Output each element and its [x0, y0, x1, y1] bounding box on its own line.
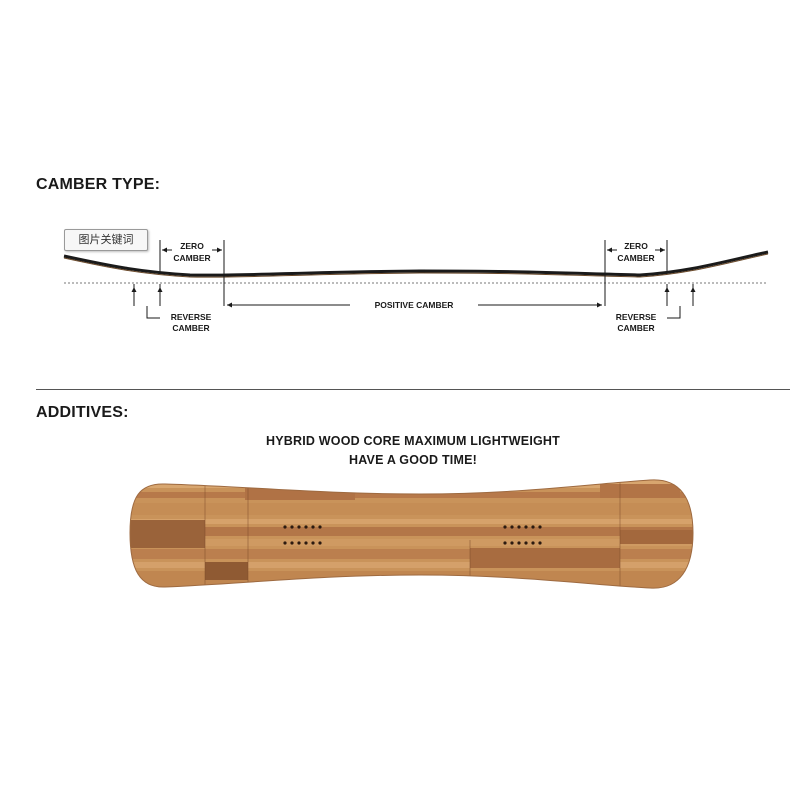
- image-keyword-tag: 图片关键词: [64, 229, 148, 251]
- zero-camber-left-label-line2: CAMBER: [173, 253, 210, 263]
- reverse-camber-left-label-line1: REVERSE: [171, 312, 212, 322]
- tagline-line2: HAVE A GOOD TIME!: [349, 453, 477, 467]
- tagline-line1: HYBRID WOOD CORE MAXIMUM LIGHTWEIGHT: [266, 434, 560, 448]
- zero-camber-right-label-line1: ZERO: [624, 241, 648, 251]
- board-profile-line: [63, 250, 769, 277]
- reverse-camber-left-label-line2: CAMBER: [172, 323, 209, 333]
- reverse-camber-left-leader: [146, 306, 160, 319]
- zero-camber-left-label-line1: ZERO: [180, 241, 204, 251]
- camber-type-heading: CAMBER TYPE:: [36, 176, 161, 193]
- zero-camber-right-label-line2: CAMBER: [617, 253, 654, 263]
- additives-heading: ADDITIVES:: [36, 404, 129, 421]
- snowboard-topsheet: [130, 479, 693, 589]
- reverse-camber-right-label-line2: CAMBER: [617, 323, 654, 333]
- positive-camber-label: POSITIVE CAMBER: [375, 300, 454, 310]
- reverse-camber-right-label-line1: REVERSE: [616, 312, 657, 322]
- reverse-camber-right-leader: [667, 306, 681, 319]
- section-divider: [36, 389, 790, 390]
- snowboard-outline: [129, 479, 694, 589]
